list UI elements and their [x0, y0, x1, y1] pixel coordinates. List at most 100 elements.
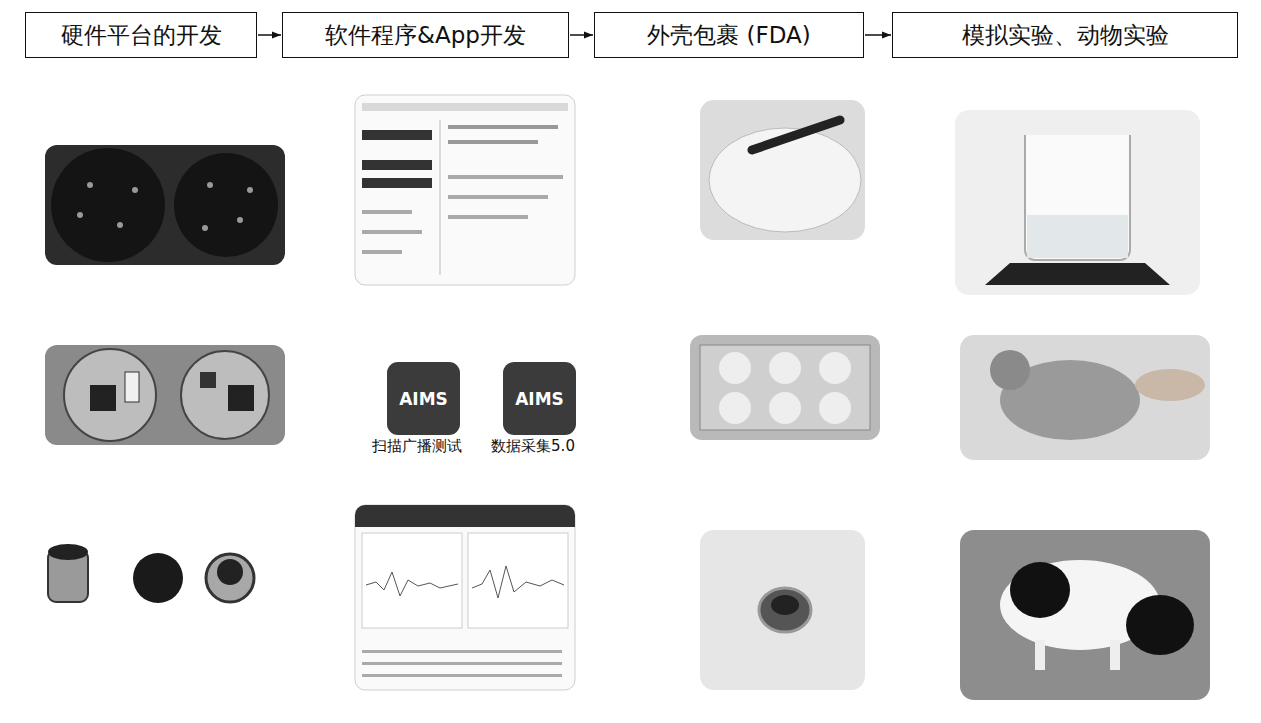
beaker-photo: [955, 110, 1200, 295]
stage-box: 硬件平台的开发: [25, 12, 257, 58]
pcb-photo-back-part: [77, 212, 83, 218]
stage-title: 硬件平台的开发: [61, 20, 222, 51]
stage-title: 外壳包裹 (FDA): [647, 20, 811, 51]
pcb-photo-front-part: [90, 385, 116, 411]
software-screenshot-part: [362, 250, 402, 254]
mould-photo-part: [719, 352, 751, 384]
software-screenshot-part: [362, 210, 412, 214]
stage-title: 模拟实验、动物实验: [962, 20, 1169, 51]
app-caption: 数据采集5.0: [491, 437, 575, 456]
data-chart-screenshot-part: [355, 505, 575, 527]
pcb-photo-back-part: [117, 222, 123, 228]
data-chart-screenshot-part: [472, 566, 564, 598]
mould-photo-part: [690, 335, 880, 440]
device-photo-part: [48, 544, 88, 560]
data-chart-screenshot: [355, 505, 575, 690]
device-photo: [48, 544, 254, 603]
software-screenshot-part: [448, 195, 548, 199]
chicken-photo-part: [1135, 369, 1205, 401]
mould-photo-part: [819, 392, 851, 424]
icon-text: AIMS: [515, 389, 564, 409]
data-chart-screenshot-part: [355, 505, 575, 690]
chicken-photo-part: [960, 335, 1210, 460]
mould-photo-part: [769, 352, 801, 384]
pig-photo: [960, 530, 1210, 700]
stage-box: 模拟实验、动物实验: [892, 12, 1238, 58]
software-screenshot-part: [362, 230, 422, 234]
pig-photo-part: [1126, 595, 1194, 655]
software-screenshot-part: [355, 95, 575, 285]
app-icon: AIMS: [503, 362, 576, 435]
pcb-photo-back-part: [45, 145, 285, 265]
data-chart-screenshot-part: [366, 572, 458, 596]
icon-text: AIMS: [399, 389, 448, 409]
pcb-photo-back-part: [237, 217, 243, 223]
data-chart-screenshot-part: [362, 674, 562, 677]
pcb-photo-front-part: [228, 385, 254, 411]
data-chart-screenshot-part: [362, 533, 462, 628]
pcb-photo-back-part: [51, 148, 165, 262]
mould-photo: [690, 335, 880, 440]
wrapped-device-photo-part: [759, 588, 811, 632]
app-caption: 扫描广播测试: [372, 437, 462, 456]
data-chart-screenshot-part: [362, 662, 562, 665]
device-photo-part: [217, 559, 243, 585]
stage-box: 软件程序&App开发: [282, 12, 569, 58]
pcb-photo-back-part: [202, 225, 208, 231]
beaker-photo-part: [955, 110, 1200, 295]
mould-photo-part: [769, 392, 801, 424]
mould-photo-part: [700, 345, 870, 430]
wrapped-device-photo-part: [771, 595, 799, 615]
pcb-photo-back-part: [247, 187, 253, 193]
stage-box: 外壳包裹 (FDA): [594, 12, 864, 58]
pcb-photo-back-part: [207, 182, 213, 188]
pig-photo-part: [960, 530, 1210, 700]
software-screenshot: [355, 95, 575, 285]
wrapped-device-photo: [700, 530, 865, 690]
beaker-photo-part: [1027, 215, 1128, 258]
flow-arrow: [570, 34, 593, 36]
mould-photo-part: [819, 352, 851, 384]
pcb-photo-back-part: [132, 187, 138, 193]
software-screenshot-part: [362, 103, 568, 111]
pig-photo-part: [1035, 640, 1045, 670]
beaker-photo-part: [1025, 135, 1130, 260]
software-screenshot-part: [362, 160, 432, 170]
data-chart-screenshot-part: [468, 533, 568, 628]
silicone-bowl-photo-part: [709, 128, 861, 232]
pig-photo-part: [1010, 562, 1070, 618]
silicone-bowl-photo-part: [700, 100, 865, 240]
chicken-photo: [960, 335, 1210, 460]
silicone-bowl-photo-part: [752, 120, 840, 150]
pcb-photo-front-part: [45, 345, 285, 445]
chicken-photo-part: [990, 350, 1030, 390]
beaker-photo-part: [985, 263, 1170, 285]
pcb-photo-back: [45, 145, 285, 265]
pig-photo-part: [1110, 640, 1120, 670]
mould-photo-part: [719, 392, 751, 424]
software-screenshot-part: [448, 125, 558, 129]
app-icon: AIMS: [387, 362, 460, 435]
pcb-photo-front-part: [64, 349, 156, 441]
device-photo-part: [133, 553, 183, 603]
data-chart-screenshot-part: [362, 650, 562, 653]
software-screenshot-part: [362, 130, 432, 140]
pcb-photo-back-part: [87, 182, 93, 188]
pcb-photo-front-part: [200, 372, 216, 388]
software-screenshot-part: [440, 120, 441, 275]
stage-title: 软件程序&App开发: [325, 20, 526, 51]
pcb-photo-front: [45, 345, 285, 445]
pcb-photo-front-part: [125, 372, 139, 402]
silicone-bowl-photo: [700, 100, 865, 240]
flow-arrow: [865, 34, 891, 36]
software-screenshot-part: [448, 175, 563, 179]
pcb-photo-back-part: [174, 153, 278, 257]
device-photo-part: [206, 554, 254, 602]
software-screenshot-part: [448, 215, 528, 219]
software-screenshot-part: [448, 140, 538, 144]
wrapped-device-photo-part: [700, 530, 865, 690]
